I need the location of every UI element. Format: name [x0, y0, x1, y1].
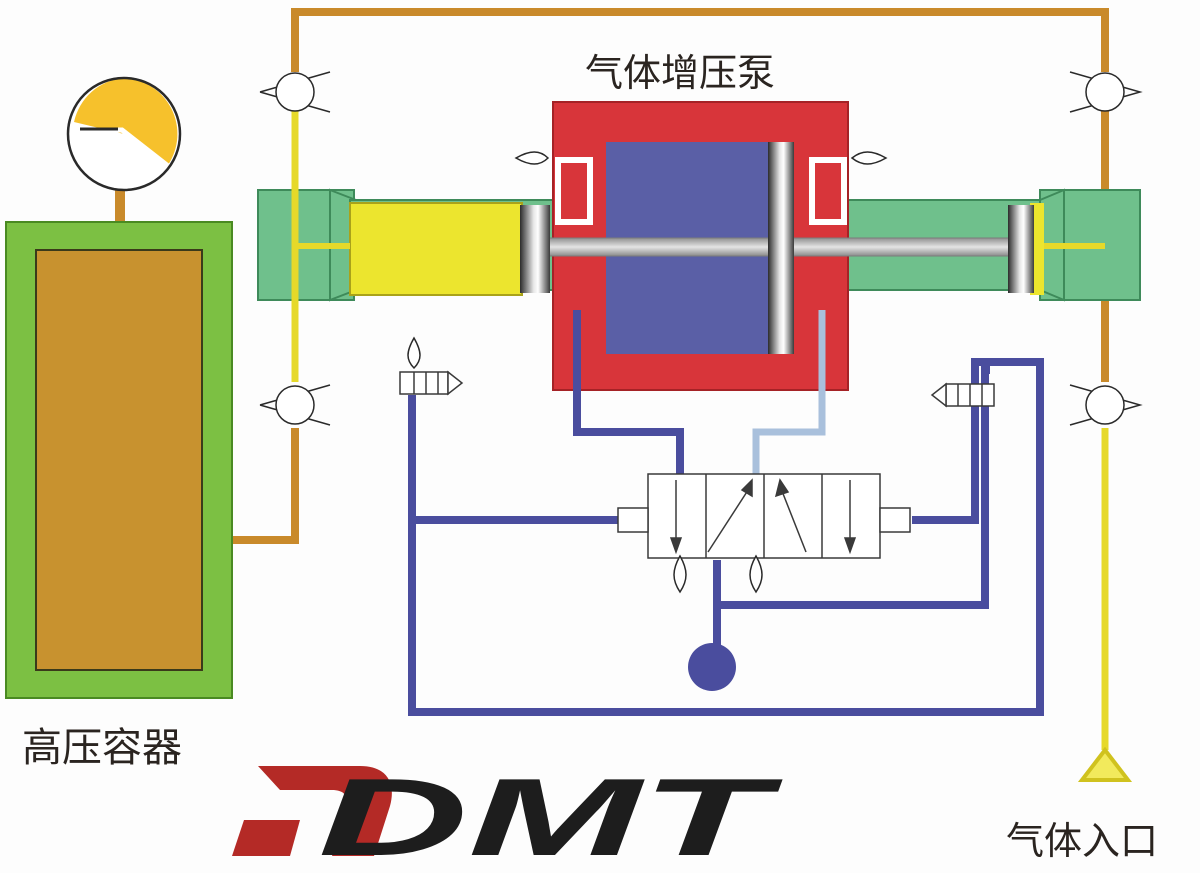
piston-assembly [520, 142, 1034, 354]
gas-inlet-label: 气体入口 [1006, 819, 1159, 863]
check-valve-icon [1069, 384, 1143, 426]
gas-piston-left [520, 205, 550, 293]
inlet-lines [291, 110, 1109, 750]
pilot-valve-icon [399, 370, 464, 396]
pilot-port-right [809, 157, 847, 225]
tank-contents [35, 249, 203, 671]
check-valve-icon [1069, 71, 1143, 113]
tank-label: 高压容器 [22, 725, 182, 771]
exhaust-muffler-icon [407, 151, 888, 594]
pilot-pipework [752, 310, 826, 474]
logo-text: DMT [318, 756, 783, 873]
pressure-gauge-icon [66, 76, 182, 192]
pilot-valve-icon [930, 382, 995, 408]
check-valves [259, 71, 1143, 426]
booster-title: 气体增压泵 [585, 51, 776, 95]
high-pressure-tank [5, 221, 233, 699]
inlet-filter-icon [1077, 746, 1133, 782]
directional-valve-icon [617, 473, 911, 559]
drive-piston [768, 142, 794, 354]
gas-chamber-left [349, 202, 523, 296]
air-pipework [408, 310, 1044, 716]
check-valve-icon [259, 71, 331, 113]
outlet-top-line [291, 8, 1109, 72]
company-logo: DMT [232, 756, 783, 873]
logo-emblem [258, 766, 392, 856]
air-supply-icon [688, 643, 736, 691]
check-valve-icon [259, 384, 331, 426]
pilot-port-left [555, 157, 593, 225]
gas-piston-right [1008, 205, 1034, 293]
